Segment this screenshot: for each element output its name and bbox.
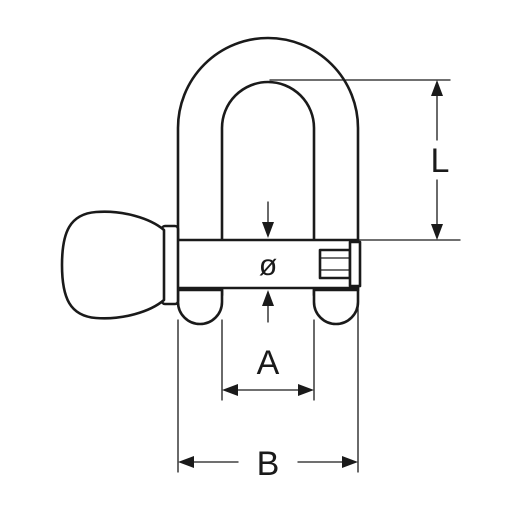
shackle-bow-inner	[220, 80, 316, 297]
pin-head-knob	[60, 210, 166, 320]
dim-l-arrow-top	[431, 80, 443, 96]
dim-a-arrow-right	[298, 384, 314, 396]
dim-b-arrow-right	[342, 456, 358, 468]
dim-b-label: B	[257, 445, 280, 483]
shackle-right-lug	[312, 288, 360, 326]
shackle-bow-outer	[176, 36, 360, 297]
dim-l-label: L	[431, 142, 450, 180]
dim-a-label: A	[257, 344, 280, 382]
dim-diameter-arrow-top	[262, 222, 274, 238]
dim-a-arrow-left	[222, 384, 238, 396]
shackle-pin	[168, 238, 360, 290]
shackle-left-lug	[176, 288, 224, 326]
dim-b-arrow-left	[178, 456, 194, 468]
dim-l-arrow-bottom	[431, 224, 443, 240]
dim-diameter-label: ø	[259, 249, 277, 282]
pin-nut	[348, 240, 362, 288]
dim-diameter-arrow-bottom	[262, 290, 274, 306]
